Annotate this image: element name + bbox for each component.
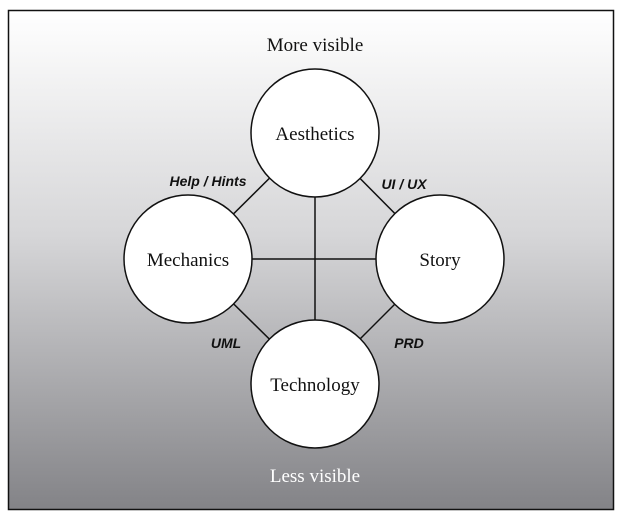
node-story: Story xyxy=(375,194,505,324)
edge-label-help-hints: Help / Hints xyxy=(169,173,246,189)
node-technology: Technology xyxy=(250,319,380,449)
node-label-technology: Technology xyxy=(270,375,360,396)
node-label-story: Story xyxy=(419,250,461,271)
node-circle-mechanics xyxy=(123,194,253,324)
edge-label-ui-ux: UI / UX xyxy=(381,176,428,192)
less-visible-label: Less visible xyxy=(270,466,360,487)
node-label-mechanics: Mechanics xyxy=(147,250,229,271)
node-aesthetics: Aesthetics xyxy=(250,68,380,198)
node-label-aesthetics: Aesthetics xyxy=(275,124,354,145)
node-circle-story xyxy=(375,194,505,324)
edge-label-uml: UML xyxy=(211,335,241,351)
edge-label-prd: PRD xyxy=(394,335,424,351)
node-mechanics: Mechanics xyxy=(123,194,253,324)
node-circle-technology xyxy=(250,319,380,449)
more-visible-label: More visible xyxy=(267,35,364,56)
node-circle-aesthetics xyxy=(250,68,380,198)
